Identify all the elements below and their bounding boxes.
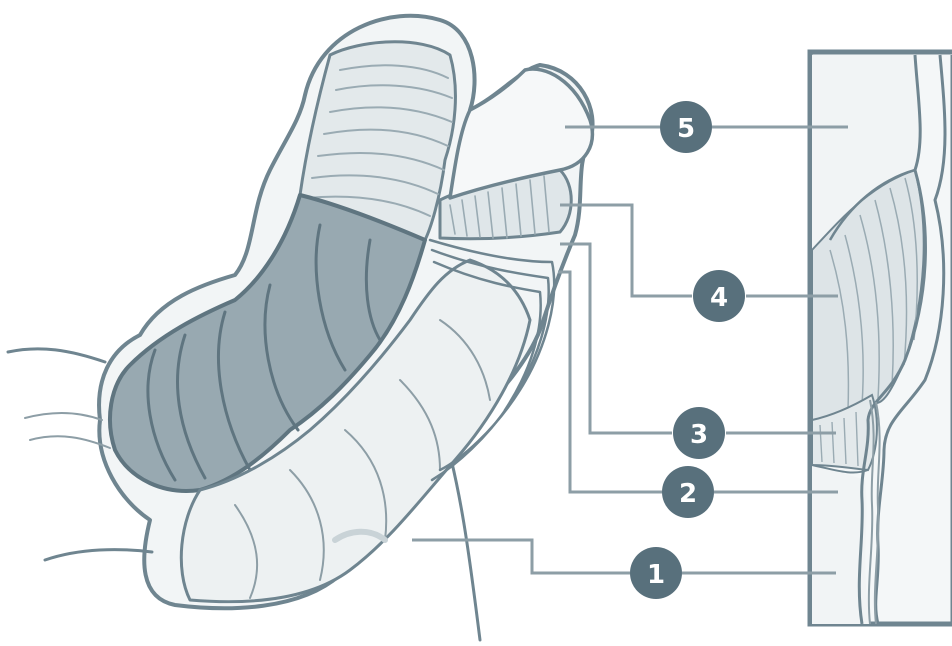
callout-number-5: 5 [677, 114, 695, 144]
callout-number-3: 3 [690, 420, 708, 450]
callout-badge-1: 1 [630, 547, 682, 599]
wall-cross-section-inset [810, 52, 952, 624]
mesentery-strand-4 [45, 550, 152, 560]
callout-badge-3: 3 [673, 407, 725, 459]
leader-1-left [412, 540, 630, 573]
callout-badge-5: 5 [660, 101, 712, 153]
mesentery-strand-1 [8, 349, 105, 362]
callout-number-2: 2 [679, 479, 697, 509]
callout-number-4: 4 [710, 283, 728, 313]
leader-3-left [560, 244, 672, 433]
callout-number-1: 1 [647, 560, 665, 590]
callout-badge-2: 2 [662, 466, 714, 518]
mesentery-strand-2 [25, 413, 102, 420]
callout-badge-4: 4 [693, 270, 745, 322]
leader-2-left [558, 272, 662, 492]
bowel-section-illustration [8, 16, 593, 640]
callout-badges: 5 4 3 2 1 [630, 101, 745, 599]
